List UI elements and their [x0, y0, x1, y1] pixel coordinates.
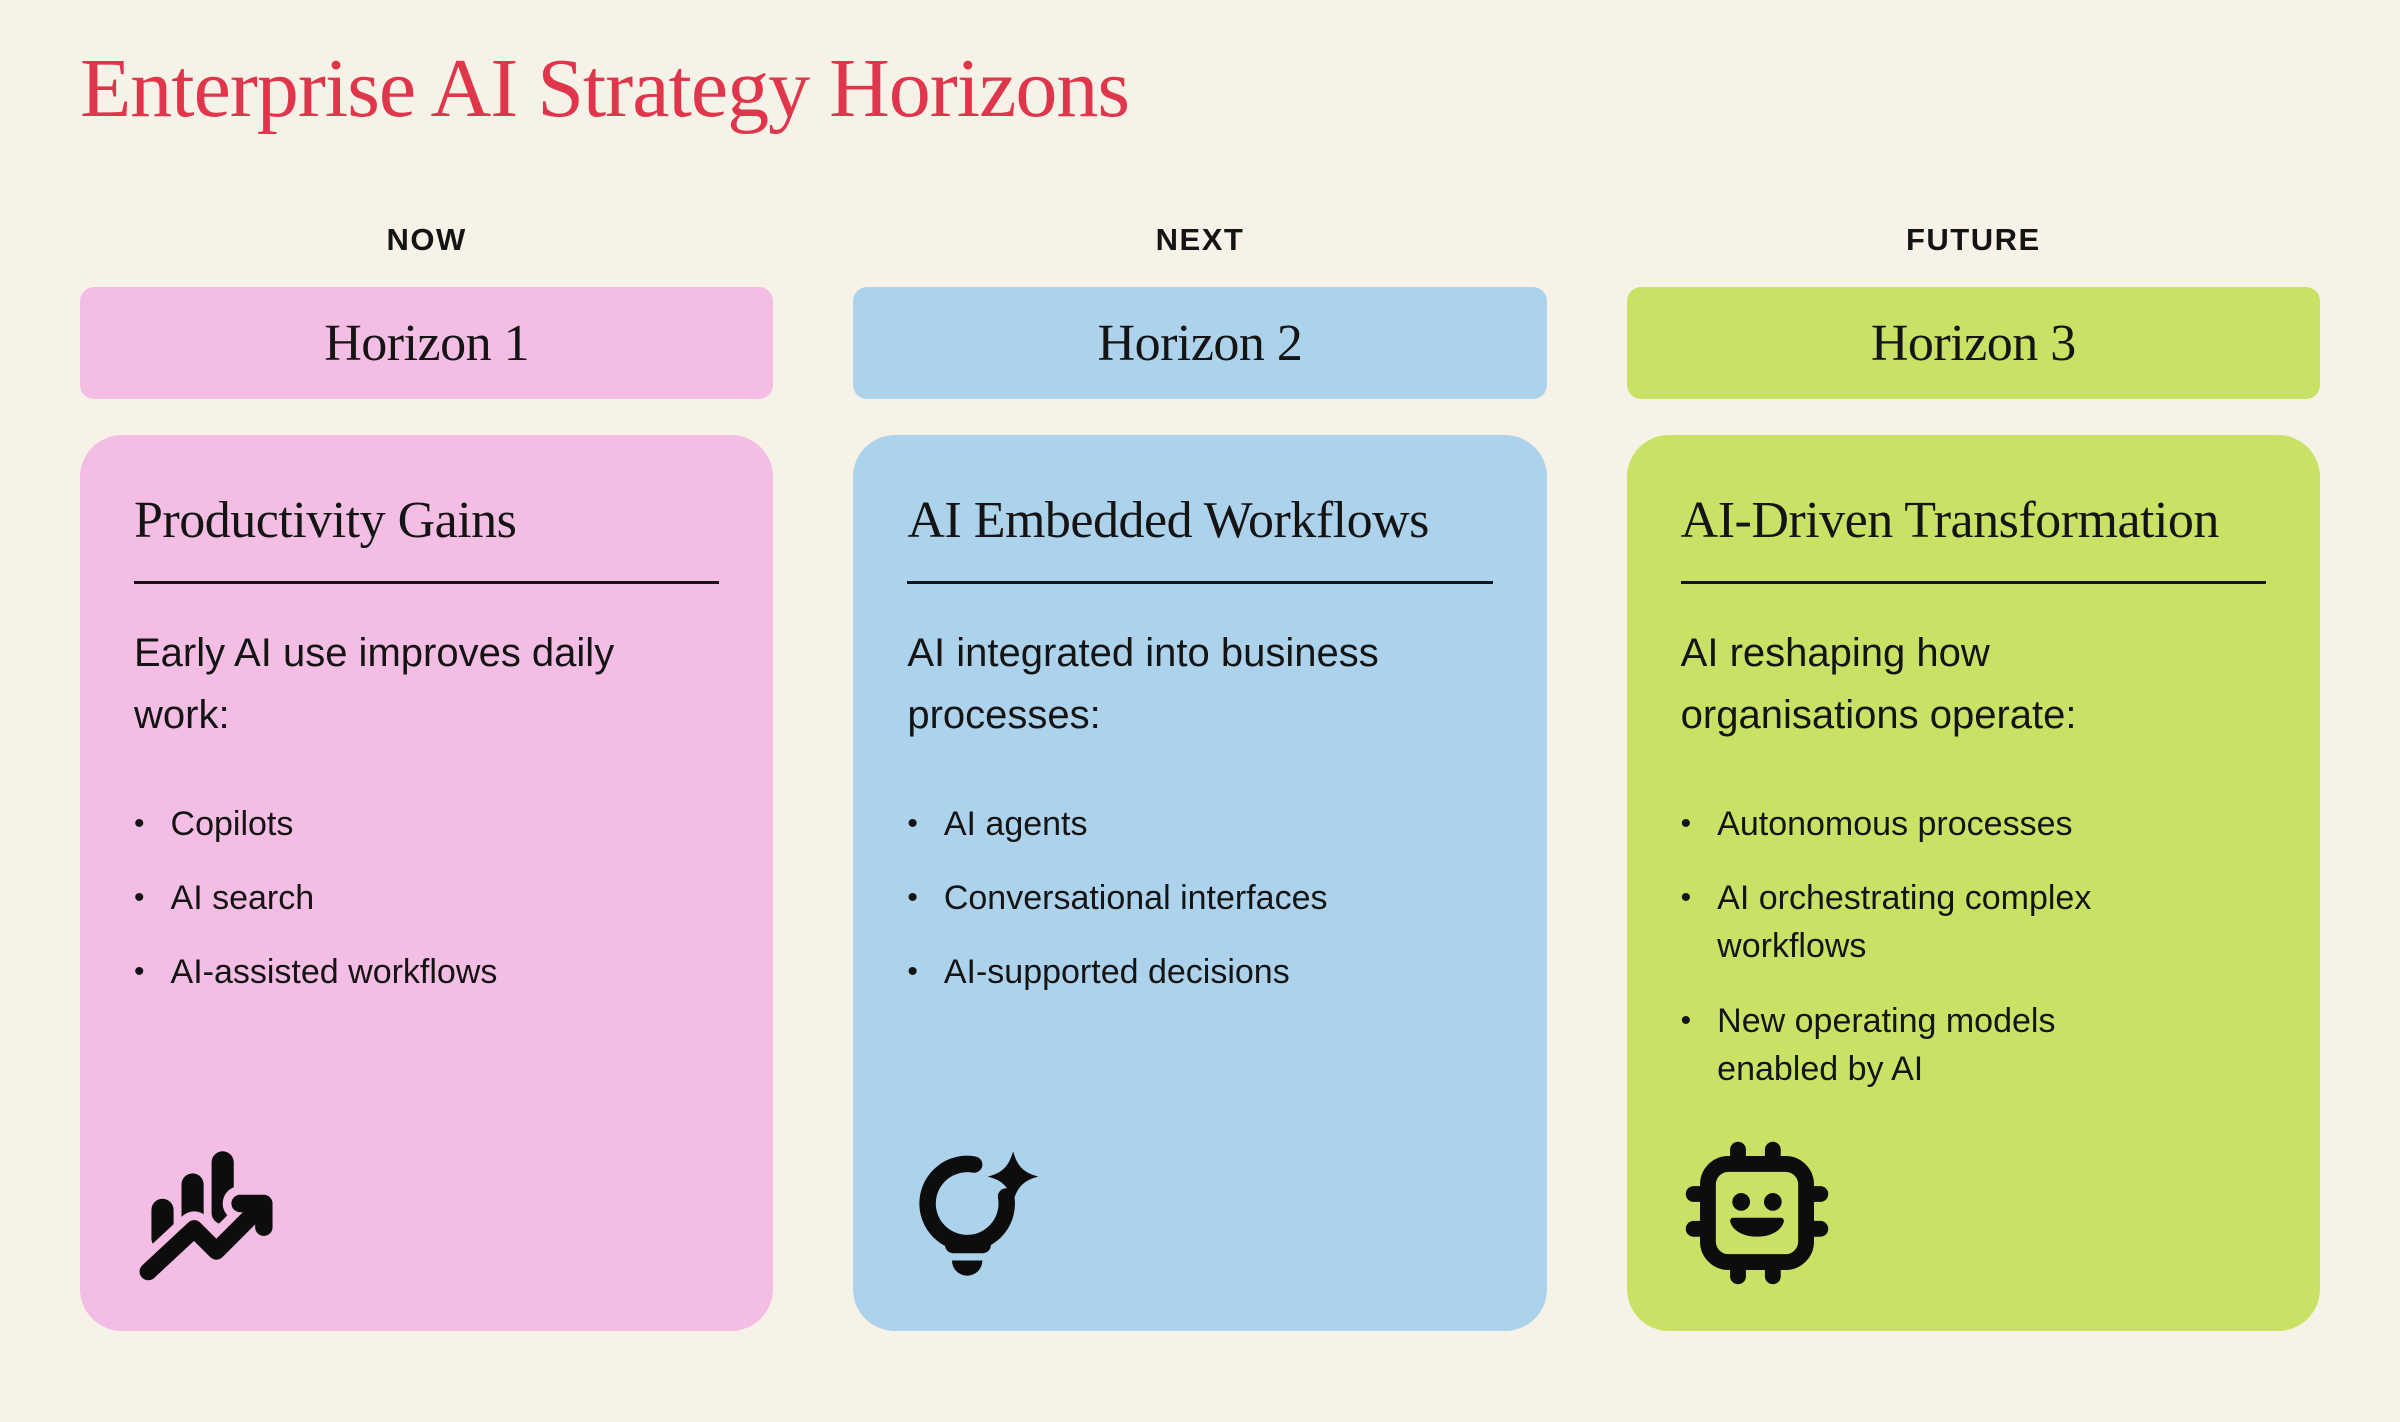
bullet-item: • New operating models enabled by AI: [1681, 997, 2266, 1094]
divider: [1680, 580, 2266, 584]
horizon-1-bar: Horizon 1: [80, 287, 774, 400]
bullet-marker: •: [134, 806, 145, 840]
bullet-item: • AI search: [134, 874, 719, 922]
horizon-1-card: Productivity Gains Early AI use improves…: [80, 435, 774, 1332]
card-title: Productivity Gains: [134, 492, 517, 550]
bullet-marker: •: [907, 955, 918, 989]
bullet-text: AI-assisted workflows: [170, 953, 498, 992]
bullet-text: Conversational interfaces: [943, 879, 1328, 918]
chart-growth-icon: [134, 1137, 719, 1290]
column-next: NEXT Horizon 2 AI Embedded Workflows AI …: [853, 222, 1547, 1332]
bullet-marker: •: [134, 881, 145, 915]
page-title: Enterprise AI Strategy Horizons: [80, 42, 1130, 135]
bullet-item: • Conversational interfaces: [907, 874, 1492, 922]
horizon-2-label: Horizon 2: [1097, 314, 1303, 372]
bullet-item: • AI-supported decisions: [907, 948, 1492, 996]
bullet-text: Autonomous processes: [1717, 804, 2073, 843]
horizon-2-bar: Horizon 2: [853, 287, 1547, 400]
horizon-columns: NOW Horizon 1 Productivity Gains Early A…: [80, 222, 2320, 1332]
stage-label-next: NEXT: [1155, 222, 1245, 258]
lightbulb-sparkle-icon: [907, 1137, 1492, 1289]
column-future: FUTURE Horizon 3 AI-Driven Transformatio…: [1626, 222, 2320, 1332]
bullet-list: • Copilots • AI search • AI-assisted wor…: [134, 774, 719, 997]
bullet-item: • Copilots: [134, 800, 719, 848]
card-intro: AI reshaping how organisations operate:: [1680, 630, 2077, 737]
horizon-1-label: Horizon 1: [324, 314, 530, 372]
horizon-3-bar: Horizon 3: [1626, 287, 2320, 400]
horizon-3-label: Horizon 3: [1870, 314, 2076, 372]
stage-label-future: FUTURE: [1905, 222, 2041, 258]
bullet-marker: •: [134, 955, 145, 989]
bullet-marker: •: [1680, 806, 1692, 840]
stage-label-now: NOW: [386, 222, 467, 258]
bullet-text: AI search: [170, 879, 315, 918]
bullet-text: AI agents: [943, 804, 1088, 843]
bullet-marker: •: [907, 806, 918, 840]
bullet-marker: •: [907, 881, 918, 915]
divider: [907, 580, 1493, 584]
card-intro: Early AI use improves daily work:: [134, 630, 615, 737]
bullet-item: • AI-assisted workflows: [134, 948, 719, 996]
bullet-marker: •: [1680, 881, 1692, 915]
divider: [134, 580, 720, 584]
bullet-item: • AI orchestrating complex workflows: [1681, 874, 2266, 971]
bullet-list: • AI agents • Conversational interfaces …: [907, 774, 1492, 997]
bullet-text: AI orchestrating complex workflows: [1717, 879, 2092, 966]
card-title: AI-Driven Transformation: [1680, 492, 2220, 550]
bullet-item: • AI agents: [907, 800, 1492, 848]
column-now: NOW Horizon 1 Productivity Gains Early A…: [80, 222, 774, 1332]
bullet-marker: •: [1680, 1003, 1692, 1037]
bullet-list: • Autonomous processes • AI orchestratin…: [1681, 774, 2266, 1093]
bullet-text: New operating models enabled by AI: [1717, 1001, 2056, 1088]
bullet-text: AI-supported decisions: [943, 953, 1290, 992]
bullet-item: • Autonomous processes: [1681, 800, 2266, 848]
card-title: AI Embedded Workflows: [907, 492, 1429, 550]
bullet-text: Copilots: [170, 804, 294, 843]
horizon-2-card: AI Embedded Workflows AI integrated into…: [853, 435, 1547, 1332]
horizon-3-card: AI-Driven Transformation AI reshaping ho…: [1626, 435, 2320, 1332]
chip-smiley-icon: [1681, 1137, 2266, 1289]
card-intro: AI integrated into business processes:: [907, 630, 1379, 737]
